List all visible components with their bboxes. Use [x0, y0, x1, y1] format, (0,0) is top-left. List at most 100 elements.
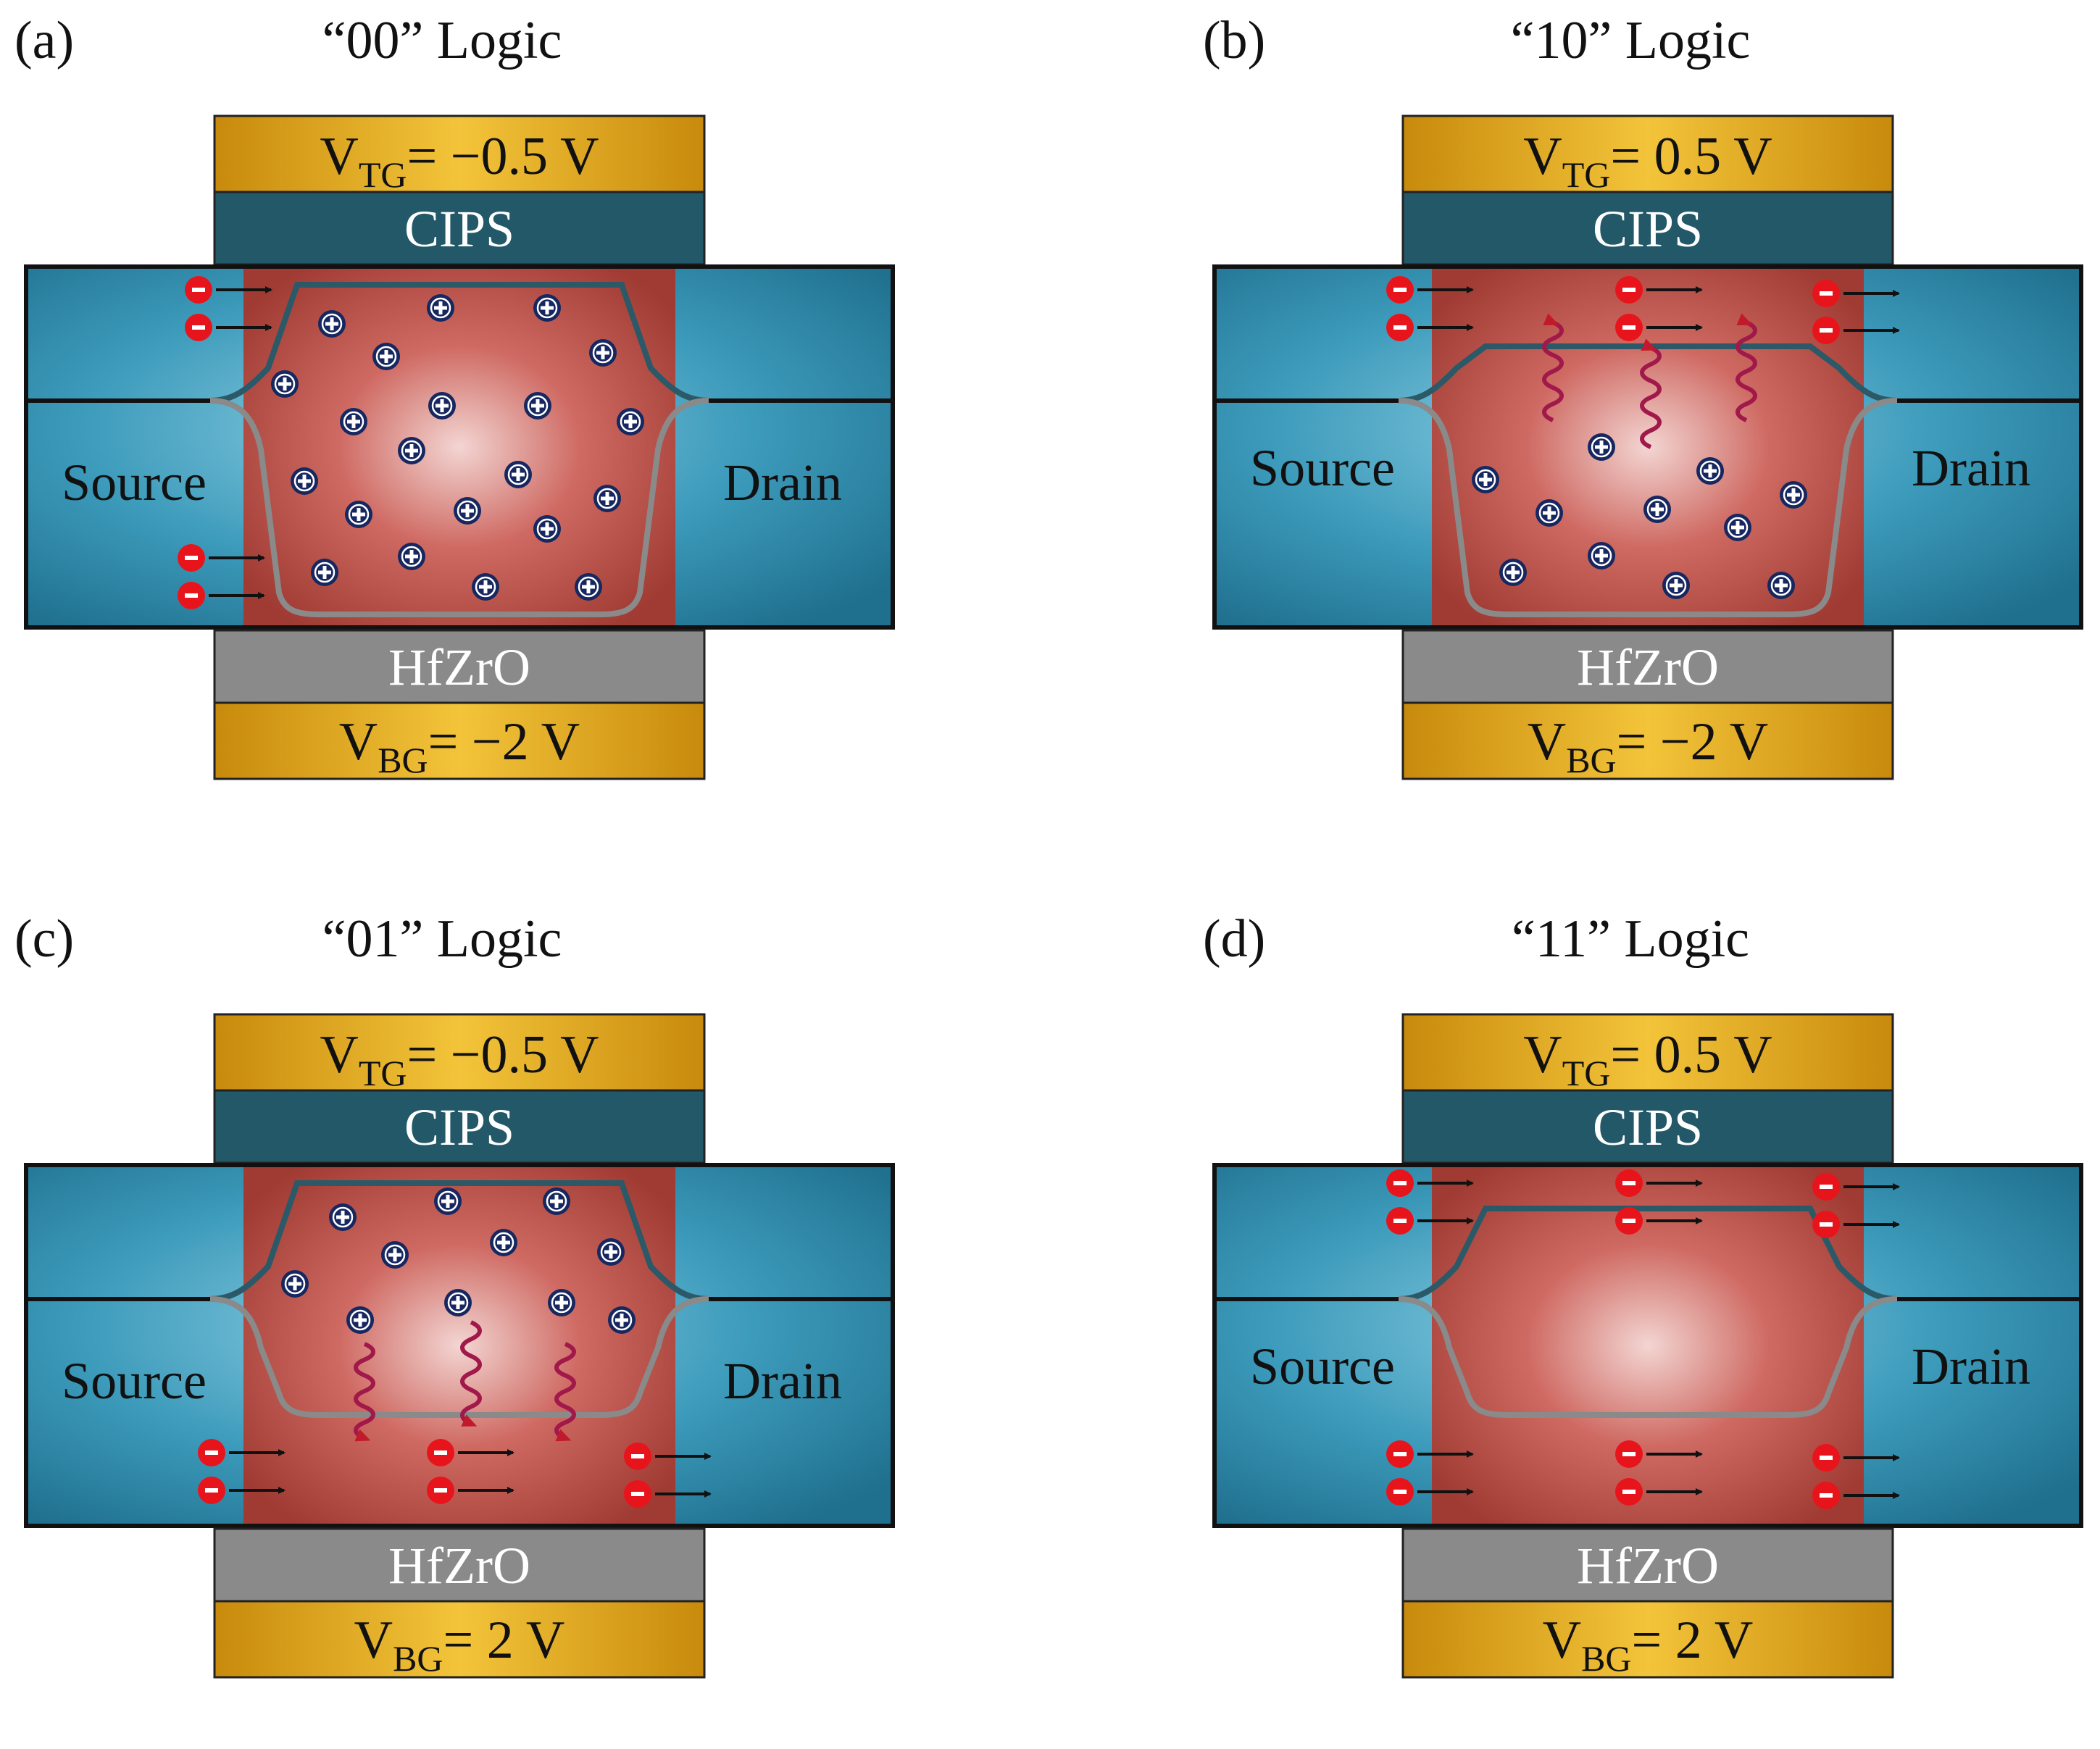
- source-label: Source: [1250, 1337, 1395, 1395]
- channel-region: [243, 1165, 675, 1526]
- electron-icon: [1386, 1478, 1414, 1506]
- electron-icon: [427, 1477, 454, 1504]
- hole-icon: [311, 559, 338, 586]
- channel-region: [1432, 1165, 1864, 1526]
- hole-icon: [398, 437, 425, 464]
- hole-icon: [1696, 457, 1724, 485]
- conduction-band-curve: [1398, 1206, 1898, 1302]
- hole-icon: [533, 294, 561, 322]
- conduction-band-curve: [209, 1180, 709, 1302]
- hole-icon: [398, 543, 425, 570]
- bottom-gate-voltage: VBG= −2 V: [339, 712, 580, 780]
- electron-icon: [624, 1443, 651, 1470]
- cips-label: CIPS: [404, 200, 514, 258]
- wavy-arrow: [354, 1342, 375, 1442]
- electron-icon: [185, 314, 212, 341]
- wavy-arrow: [460, 1320, 482, 1427]
- hole-icon: [1499, 559, 1527, 586]
- hole-icon: [434, 1187, 462, 1215]
- top-gate-electrode: [213, 1013, 706, 1092]
- wavy-arrow: [1736, 313, 1757, 422]
- bottom-gate-electrode: [1401, 701, 1894, 780]
- cips-layer: [1401, 191, 1894, 266]
- source-label: Source: [62, 454, 207, 512]
- electron-icon: [1812, 1173, 1840, 1201]
- electron-icon: [1812, 1444, 1840, 1472]
- hfzro-label: HfZrO: [388, 638, 530, 696]
- electron-icon: [1615, 314, 1643, 341]
- source-label: Source: [1250, 439, 1395, 497]
- electron-icon: [1386, 1207, 1414, 1235]
- electron-icon: [1615, 1478, 1643, 1506]
- panel-label: (c): [14, 909, 74, 969]
- cips-label: CIPS: [1593, 200, 1703, 258]
- hole-icon: [1536, 499, 1563, 527]
- drain-label: Drain: [1912, 1337, 2030, 1395]
- electron-icon: [1615, 276, 1643, 304]
- top-gate-voltage: VTG= −0.5 V: [320, 1025, 599, 1093]
- electron-icon: [427, 1439, 454, 1466]
- panel-title: “10” Logic: [1511, 11, 1751, 70]
- panel-label: (b): [1203, 11, 1265, 70]
- hole-icon: [543, 1187, 570, 1215]
- hole-icon: [1588, 542, 1615, 569]
- electron-icon: [1812, 317, 1840, 344]
- hole-icon: [589, 339, 617, 367]
- electron-icon: [1386, 1169, 1414, 1197]
- panel-title: “11” Logic: [1512, 909, 1749, 969]
- hole-icon: [1472, 466, 1499, 493]
- hole-icon: [533, 515, 561, 543]
- top-gate-electrode: [213, 114, 706, 193]
- hole-icon: [271, 370, 299, 398]
- electron-icon: [1386, 1440, 1414, 1468]
- electron-icon: [1812, 1482, 1840, 1509]
- hole-icon: [597, 1238, 625, 1266]
- electron-icon: [1615, 1440, 1643, 1468]
- valence-band-curve: [209, 398, 709, 617]
- hole-icon: [524, 392, 551, 419]
- hole-icon: [329, 1203, 357, 1231]
- electron-icon: [198, 1477, 225, 1504]
- panel-label: (d): [1203, 909, 1265, 969]
- drain-label: Drain: [723, 454, 842, 512]
- electron-icon: [178, 582, 205, 609]
- top-gate-voltage: VTG= 0.5 V: [1523, 1025, 1772, 1093]
- hole-icon: [291, 467, 318, 495]
- electron-icon: [198, 1439, 225, 1466]
- bottom-gate-voltage: VBG= 2 V: [354, 1611, 565, 1679]
- hole-icon: [593, 485, 621, 512]
- hole-icon: [444, 1289, 472, 1316]
- valence-band-curve: [209, 1296, 709, 1418]
- electron-icon: [1386, 314, 1414, 341]
- electron-icon: [624, 1480, 651, 1508]
- hole-icon: [1588, 433, 1615, 461]
- hole-icon: [490, 1229, 517, 1256]
- wavy-arrow: [1640, 338, 1662, 449]
- hole-icon: [504, 461, 532, 488]
- electron-icon: [1615, 1169, 1643, 1197]
- hfzro-label: HfZrO: [388, 1537, 530, 1595]
- hole-icon: [548, 1289, 575, 1316]
- cips-label: CIPS: [404, 1098, 514, 1156]
- hole-icon: [472, 573, 499, 601]
- top-gate-electrode: [1401, 1013, 1894, 1092]
- hole-icon: [1724, 514, 1751, 541]
- hole-icon: [318, 310, 346, 338]
- hole-icon: [608, 1306, 636, 1334]
- hole-icon: [617, 408, 644, 435]
- hole-icon: [575, 573, 602, 601]
- electron-icon: [1812, 1211, 1840, 1238]
- wavy-arrow: [554, 1342, 576, 1442]
- electron-icon: [1615, 1207, 1643, 1235]
- hfzro-layer: [213, 1527, 706, 1603]
- hfzro-label: HfZrO: [1577, 1537, 1719, 1595]
- bottom-gate-electrode: [213, 1600, 706, 1679]
- electron-icon: [1386, 276, 1414, 304]
- cips-layer: [213, 1089, 706, 1164]
- panel-label: (a): [14, 11, 74, 70]
